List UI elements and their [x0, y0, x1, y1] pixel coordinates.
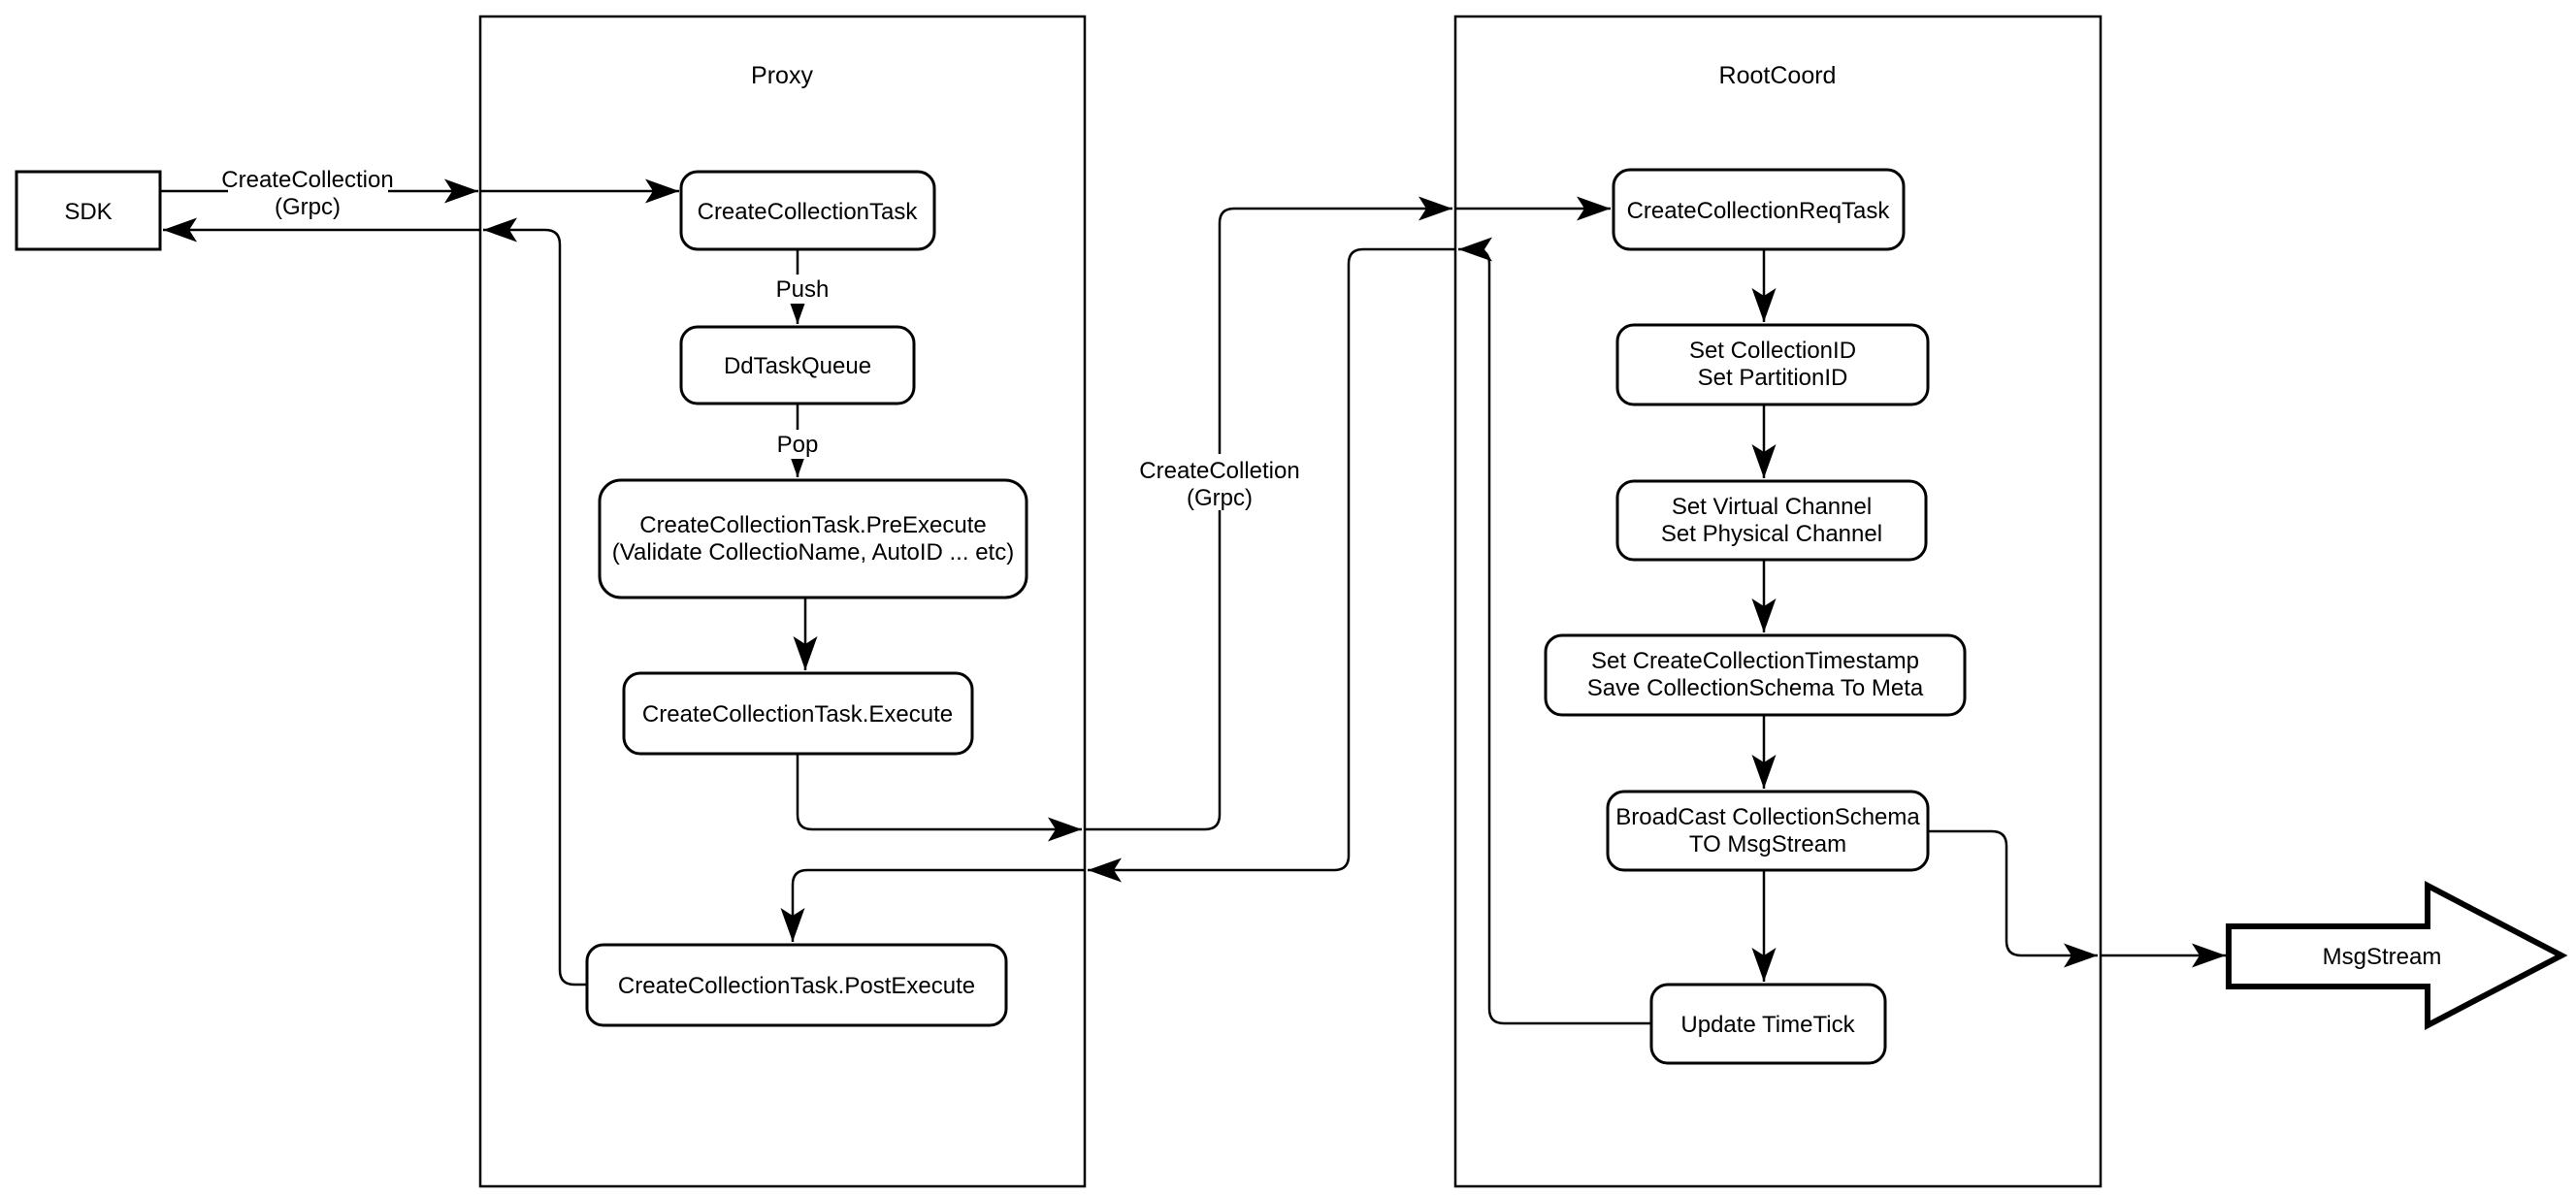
node-dd-task-queue: DdTaskQueue — [679, 325, 916, 405]
node-set-ids: Set CollectionID Set PartitionID — [1615, 323, 1930, 406]
node-post-execute-label: CreateCollectionTask.PostExecute — [618, 973, 975, 999]
node-pre-execute: CreateCollectionTask.PreExecute (Validat… — [598, 478, 1028, 599]
label-bg — [228, 165, 388, 221]
node-set-timestamp-box — [1544, 633, 1967, 717]
node-set-channels-line1: Set Virtual Channel — [1672, 494, 1872, 520]
label-bg — [1141, 454, 1298, 510]
node-sdk: SDK — [15, 170, 162, 251]
node-broadcast-line2: TO MsgStream — [1689, 831, 1846, 857]
edge-return-to-proxy — [1088, 247, 1455, 883]
node-post-execute: CreateCollectionTask.PostExecute — [585, 943, 1008, 1027]
node-set-channels-box — [1615, 479, 1928, 562]
node-broadcast-box — [1606, 790, 1930, 872]
label-pop: Pop — [772, 430, 825, 459]
node-create-collection-task-label: CreateCollectionTask — [698, 199, 919, 225]
label-bg — [772, 430, 825, 459]
rootcoord-container-border — [1453, 15, 2103, 1188]
node-set-channels-line2: Set Physical Channel — [1661, 521, 1882, 547]
proxy-container: Proxy — [478, 15, 1087, 1188]
node-set-ids-line2: Set PartitionID — [1698, 365, 1848, 391]
node-sdk-box — [15, 170, 162, 251]
label-pop-text: Pop — [777, 432, 819, 458]
label-createcolletion-line1: CreateColletion — [1139, 458, 1299, 484]
node-update-timetick: Update TimeTick — [1649, 983, 1887, 1065]
node-set-ids-line1: Set CollectionID — [1689, 338, 1856, 364]
node-req-task-box — [1612, 168, 1906, 251]
proxy-container-border — [478, 15, 1087, 1188]
node-update-timetick-label: Update TimeTick — [1680, 1012, 1855, 1038]
label-push: Push — [769, 275, 833, 304]
node-set-timestamp-line2: Save CollectionSchema To Meta — [1587, 675, 1924, 701]
node-set-ids-box — [1615, 323, 1930, 406]
label-createcolletion-grpc: CreateColletion (Grpc) — [1139, 454, 1300, 511]
label-push-text: Push — [776, 276, 830, 303]
node-dd-task-queue-box — [679, 325, 916, 405]
node-broadcast: BroadCast CollectionSchema TO MsgStream — [1606, 790, 1930, 872]
node-dd-task-queue-label: DdTaskQueue — [724, 353, 871, 379]
node-post-execute-box — [585, 943, 1008, 1027]
msg-stream-arrow-shape — [2226, 881, 2568, 1030]
node-set-timestamp-line1: Set CreateCollectionTimestamp — [1591, 648, 1919, 674]
edge-postexecute-return — [483, 217, 587, 987]
node-set-channels: Set Virtual Channel Set Physical Channel — [1615, 479, 1928, 562]
node-pre-execute-box — [598, 478, 1028, 599]
node-msg-stream-label: MsgStream — [2323, 944, 2442, 970]
edge-broadcast-exit — [1928, 829, 2098, 968]
edge-execute-exit — [796, 754, 1082, 842]
label-bg — [769, 275, 833, 304]
node-set-timestamp: Set CreateCollectionTimestamp Save Colle… — [1544, 633, 1967, 717]
node-req-task: CreateCollectionReqTask — [1612, 168, 1906, 251]
node-execute-box — [622, 671, 974, 756]
node-create-collection-task: CreateCollectionTask — [679, 170, 936, 251]
label-createcollection-line2: (Grpc) — [275, 194, 341, 220]
node-broadcast-line1: BroadCast CollectionSchema — [1615, 804, 1920, 830]
label-createcollection-line1: CreateCollection — [221, 167, 393, 193]
node-pre-execute-line1: CreateCollectionTask.PreExecute — [639, 512, 987, 538]
node-msg-stream: MsgStream — [2226, 881, 2568, 1030]
rootcoord-container-title: RootCoord — [1719, 62, 1837, 89]
node-create-collection-task-box — [679, 170, 936, 251]
edge-updatetimetick-return — [1458, 237, 1651, 1025]
label-createcolletion-line2: (Grpc) — [1187, 485, 1253, 511]
label-createcollection-grpc: CreateCollection (Grpc) — [221, 165, 394, 221]
edge-to-postexecute — [780, 868, 1085, 942]
node-sdk-label: SDK — [64, 199, 112, 225]
node-update-timetick-box — [1649, 983, 1887, 1065]
node-execute: CreateCollectionTask.Execute — [622, 671, 974, 756]
edge-grpc-to-rootcoord — [1085, 196, 1452, 831]
node-req-task-label: CreateCollectionReqTask — [1627, 198, 1891, 224]
proxy-container-title: Proxy — [751, 62, 813, 89]
node-execute-label: CreateCollectionTask.Execute — [642, 701, 953, 728]
node-pre-execute-line2: (Validate CollectioName, AutoID ... etc) — [612, 539, 1014, 566]
rootcoord-container: RootCoord — [1453, 15, 2103, 1188]
